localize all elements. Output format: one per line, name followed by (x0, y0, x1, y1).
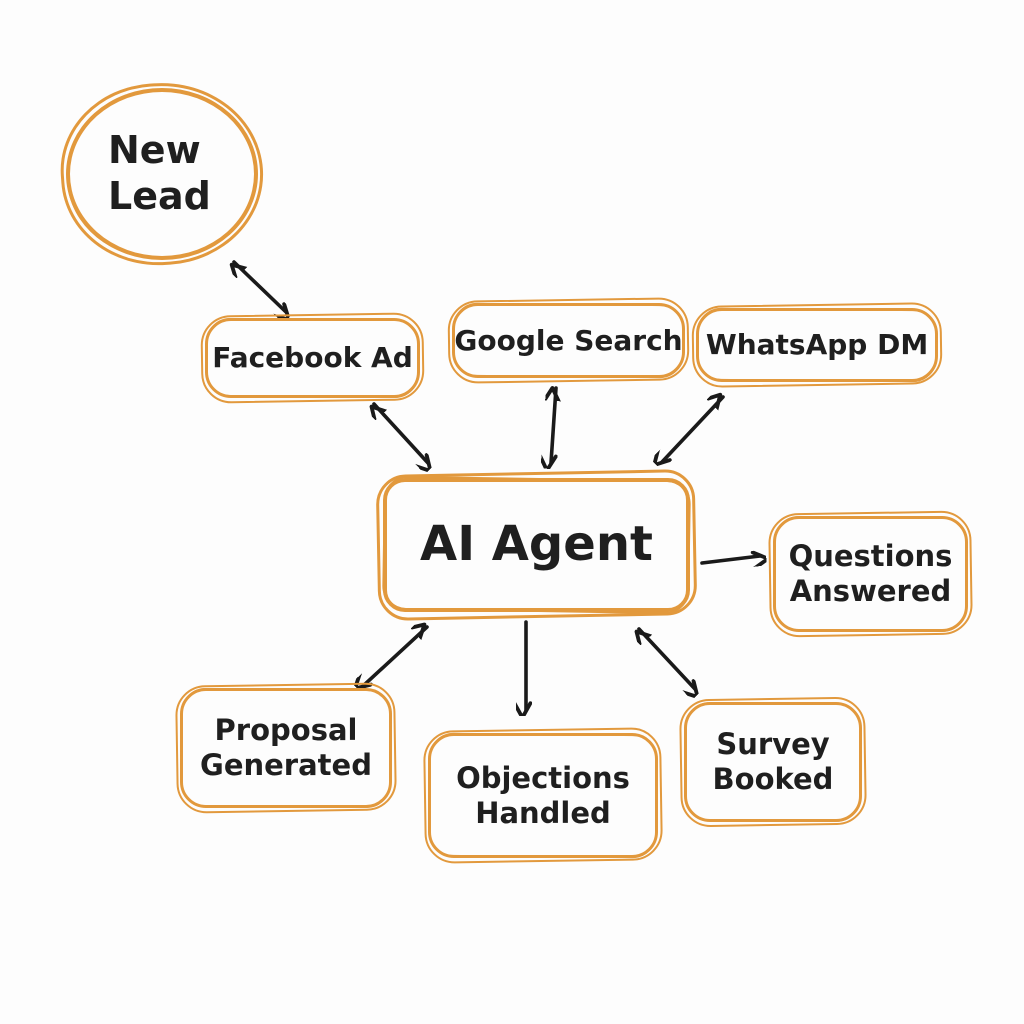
edge-new-lead-facebook-ad (234, 260, 286, 312)
node-whatsapp-dm: WhatsApp DM (696, 308, 938, 382)
node-objections-handled: Objections Handled (428, 733, 658, 858)
edge-ai-agent-proposal-generated (363, 627, 429, 686)
edge-google-search-ai-agent (551, 388, 556, 463)
node-proposal-generated: Proposal Generated (180, 688, 392, 808)
node-google-search: Google Search (452, 303, 685, 378)
node-survey-booked: Survey Booked (684, 702, 862, 822)
node-new-lead: New Lead (66, 88, 258, 260)
edge-ai-agent-questions-answered (700, 556, 760, 563)
edge-ai-agent-survey-booked (639, 627, 695, 689)
edge-facebook-ad-ai-agent (374, 402, 428, 463)
node-ai-agent: AI Agent (383, 478, 690, 612)
node-facebook-ad: Facebook Ad (205, 318, 420, 398)
edge-whatsapp-dm-ai-agent (662, 397, 725, 462)
node-questions-answered: Questions Answered (773, 516, 968, 632)
